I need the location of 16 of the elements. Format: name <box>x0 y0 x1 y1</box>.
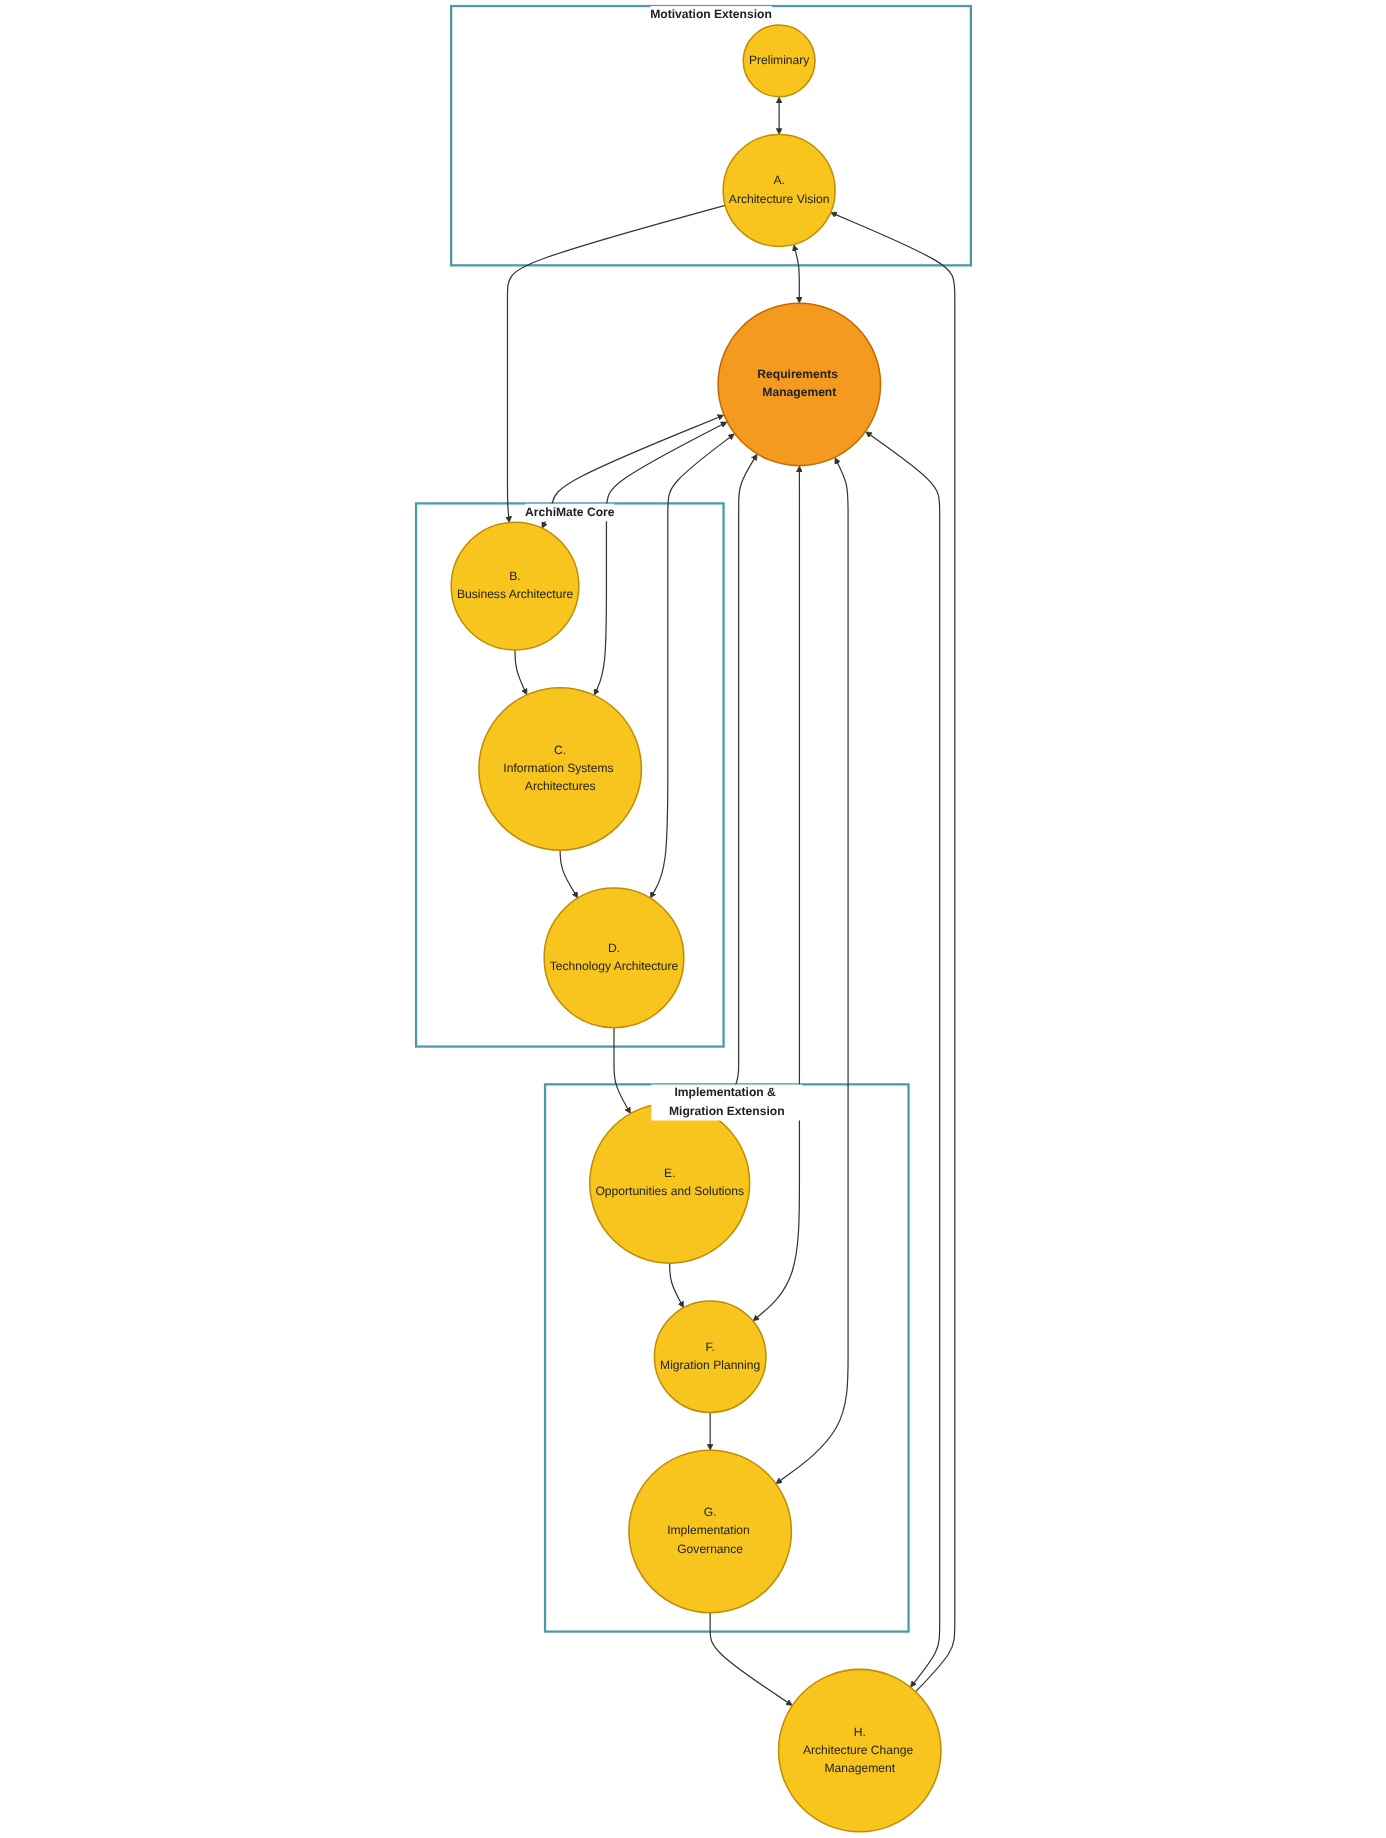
arrow <box>775 96 782 135</box>
arrow <box>541 414 724 529</box>
arrow <box>864 431 940 1688</box>
arrow <box>775 457 849 1485</box>
arrow <box>668 1262 684 1308</box>
arrow <box>593 421 727 696</box>
arrow <box>706 1411 713 1451</box>
arrow <box>752 465 803 1322</box>
arrow <box>513 649 527 696</box>
arrow <box>709 1612 793 1706</box>
arrow <box>504 204 726 523</box>
arrow <box>791 244 803 304</box>
arrow <box>649 433 735 899</box>
arrow <box>829 211 955 1693</box>
arrow <box>559 849 578 899</box>
arrow <box>612 1027 631 1114</box>
